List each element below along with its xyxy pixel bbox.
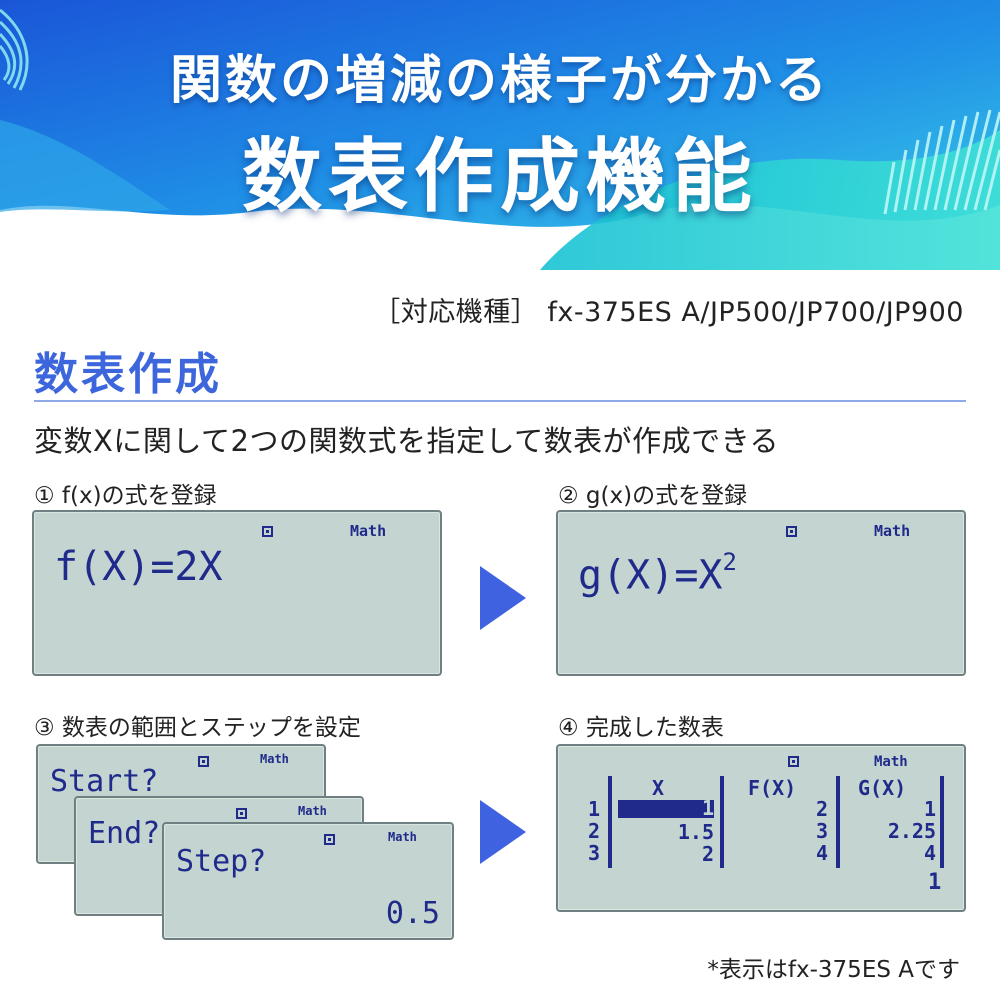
table-header-x: X [652, 776, 665, 800]
banner-title-line2: 数表作成機能 [242, 130, 758, 223]
table-x-value: 2 [701, 842, 714, 866]
math-indicator: Math [388, 830, 417, 844]
math-indicator: Math [298, 804, 327, 818]
start-prompt: Start? [50, 764, 159, 799]
d-indicator-icon [786, 526, 797, 537]
step1-label: ① f(x)の式を登録 [34, 483, 217, 509]
math-indicator: Math [874, 522, 911, 540]
footnote: *表示はfx-375ES Aです [707, 957, 960, 983]
step2-superscript: 2 [722, 548, 737, 576]
table-row-numbers: 1 2 3 [588, 798, 600, 864]
step-lcd-screen: Math Step? 0.5 [162, 822, 454, 940]
section-divider [34, 400, 966, 402]
table-input-value: 1 [928, 870, 942, 895]
table-x-value: 1 [701, 796, 714, 820]
step2-lcd-screen: Math g(X)=X2 [556, 510, 966, 676]
table-lcd-screen: Math 1 2 3 X 1 1.5 2 F(X) 2 3 4 G(X) 1 2… [556, 744, 966, 912]
table-row-number: 2 [588, 819, 601, 843]
step1-expression: f(X)=2X [54, 544, 223, 590]
banner-title-line1: 関数の増減の様子が分かる [169, 51, 830, 111]
math-indicator: Math [874, 754, 908, 770]
table-row-number: 1 [588, 797, 601, 821]
step2-expression: g(X)=X2 [578, 548, 737, 599]
table-x-value: 1.5 [677, 820, 714, 844]
table-column-divider [720, 776, 724, 868]
supported-models: ［対応機種］ fx-375ES A/JP500/JP700/JP900 [373, 297, 964, 328]
banner-background [0, 0, 1000, 270]
table-g-values: 1 2.25 4 [848, 798, 936, 864]
math-indicator: Math [260, 752, 289, 766]
table-g-value: 2.25 [887, 819, 936, 843]
table-column-divider [940, 776, 944, 868]
step-prompt: Step? [176, 844, 267, 879]
step2-expression-base: g(X)=X [578, 552, 723, 599]
table-row-number: 3 [588, 841, 601, 865]
step-value: 0.5 [385, 896, 440, 931]
hero-banner: 関数の増減の様子が分かる 数表作成機能 [0, 0, 1000, 270]
section-title: 数表作成 [34, 349, 222, 400]
d-indicator-icon [262, 526, 273, 537]
step2-label: ② g(x)の式を登録 [558, 483, 748, 509]
table-f-value: 3 [815, 819, 828, 843]
d-indicator-icon [324, 834, 335, 845]
step4-label: ④ 完成した数表 [558, 715, 724, 741]
table-f-values: 2 3 4 [748, 798, 828, 864]
end-prompt: End? [88, 816, 161, 851]
arrow-right-icon [480, 566, 526, 630]
arrow-right-icon [480, 800, 526, 864]
table-f-value: 4 [815, 841, 828, 865]
math-indicator: Math [350, 522, 387, 540]
d-indicator-icon [198, 756, 209, 767]
table-g-value: 1 [923, 797, 936, 821]
step3-label: ③ 数表の範囲とステップを設定 [34, 715, 361, 741]
table-column-divider [836, 776, 840, 868]
section-description: 変数Xに関して2つの関数式を指定して数表が作成できる [34, 424, 779, 458]
step1-lcd-screen: Math f(X)=2X [32, 510, 442, 676]
table-column-divider [608, 776, 612, 868]
d-indicator-icon [788, 756, 799, 767]
table-g-value: 4 [923, 841, 936, 865]
d-indicator-icon [236, 808, 247, 819]
table-header-g: G(X) [858, 776, 907, 800]
table-highlight-cell [618, 800, 714, 818]
table-header-f: F(X) [748, 776, 797, 800]
table-f-value: 2 [815, 797, 828, 821]
